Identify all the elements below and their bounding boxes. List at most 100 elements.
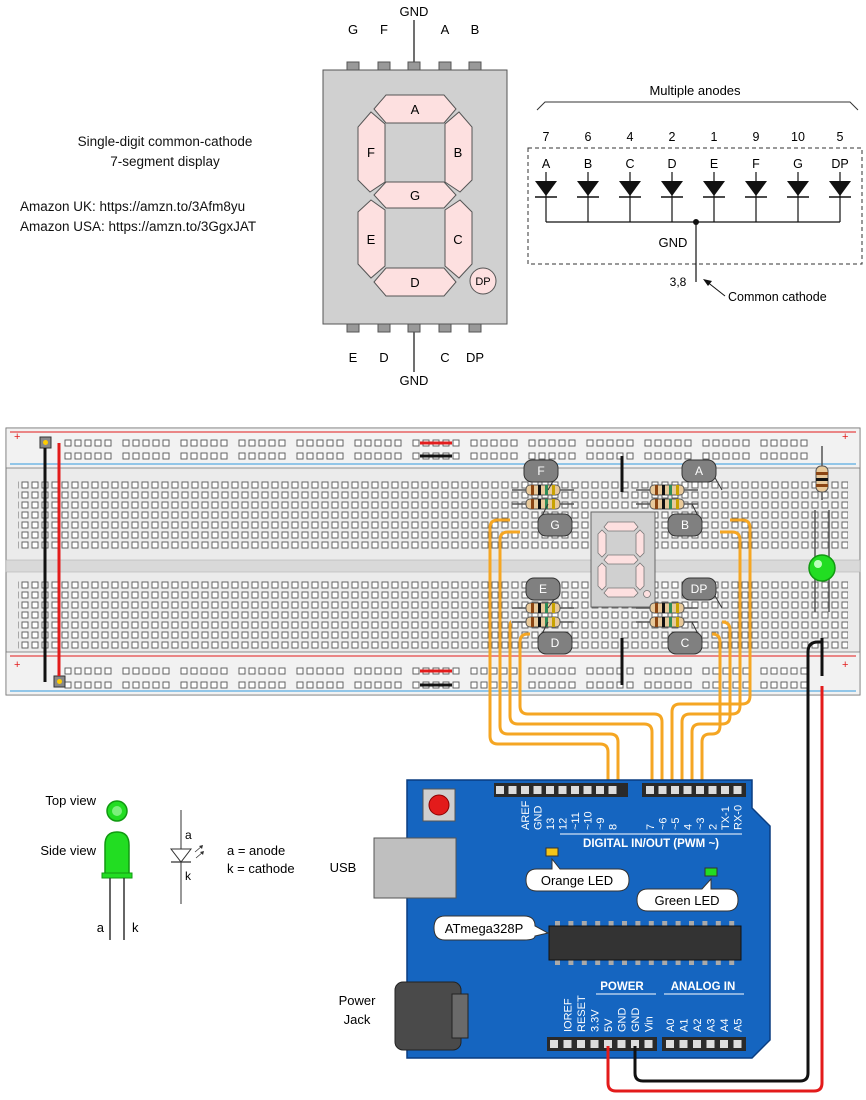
- digital-pin-label: 7: [645, 824, 657, 830]
- display-bottom-pin-letter: C: [440, 350, 449, 365]
- resistor: [649, 484, 685, 496]
- power-pin-label: 5V: [603, 1018, 615, 1032]
- schematic-pin-number: 2: [669, 130, 676, 144]
- power-jack-label-2: Jack: [344, 1012, 371, 1027]
- schematic-pin-number: 10: [791, 130, 805, 144]
- orange-led-label: Orange LED: [541, 873, 613, 888]
- schematic-dashed-box: [527, 147, 863, 265]
- schematic-pin-number: 9: [753, 130, 760, 144]
- digital-pin-label: 4: [683, 824, 695, 830]
- legend-side-view: Side view: [40, 843, 96, 858]
- digital-pin-label: 12: [558, 818, 570, 830]
- amazon-usa-link[interactable]: Amazon USA: https://amzn.to/3GgxJAT: [20, 219, 257, 234]
- schematic-segment-label: B: [584, 157, 592, 171]
- schematic-diode: [535, 181, 557, 196]
- schematic-segment-label: DP: [831, 157, 848, 171]
- resistor: [525, 484, 561, 496]
- legend-top-view: Top view: [45, 793, 96, 808]
- analog-pin-label: A5: [733, 1019, 745, 1032]
- analog-pin-label: A1: [679, 1019, 691, 1032]
- resistor: [525, 498, 561, 510]
- schematic-diode: [829, 181, 851, 196]
- svg-text:+: +: [842, 659, 848, 671]
- display-bottom-pin: [407, 323, 421, 333]
- power-jack-label-1: Power: [339, 993, 377, 1008]
- digital-pin-label: ~11: [570, 812, 582, 830]
- green-led: [704, 867, 718, 877]
- power-wires: [606, 640, 824, 1093]
- digital-pin-label: 8: [608, 824, 620, 830]
- power-pin-label: IOREF: [563, 998, 575, 1032]
- display-bottom-gnd-label: GND: [400, 373, 429, 388]
- segment-e: [357, 199, 386, 279]
- green-led-label: Green LED: [654, 893, 719, 908]
- resistor-tag: [681, 577, 717, 601]
- schematic-cathode-pins: 3,8: [670, 275, 687, 289]
- atmega-chip: [548, 925, 742, 961]
- schematic-diode: [703, 181, 725, 196]
- green-led-callout: [636, 877, 739, 912]
- schematic-pin-number: 5: [837, 130, 844, 144]
- diode-symbol: [169, 848, 193, 863]
- segment-c-label: C: [453, 232, 462, 247]
- amazon-uk-link[interactable]: Amazon UK: https://amzn.to/3Afm8yu: [20, 199, 246, 214]
- schematic-pin-number: 1: [711, 130, 718, 144]
- resistor: [649, 616, 685, 628]
- schematic-segment-label: D: [667, 157, 676, 171]
- schematic-segment-label: G: [793, 157, 803, 171]
- analog-pin-label: A2: [692, 1019, 704, 1032]
- digital-pin-label: 2: [708, 824, 720, 830]
- schematic-pin-number: 7: [543, 130, 550, 144]
- resistor-tag: [681, 459, 717, 483]
- power-jack: [394, 981, 462, 1051]
- segment-dp: [469, 267, 497, 295]
- segment-b-label: B: [454, 145, 463, 160]
- display-top-pin-letter: F: [380, 22, 388, 37]
- display-top-pin: [346, 61, 360, 71]
- svg-text:+: +: [842, 431, 848, 443]
- display-bottom-pin-letter: E: [349, 350, 358, 365]
- power-pin-label: GND: [630, 1008, 642, 1033]
- schematic-diode: [577, 181, 599, 196]
- segment-d: [373, 267, 457, 297]
- power-header: [547, 1037, 746, 1051]
- digital-header: [494, 783, 746, 797]
- power-pin-label: 3.3V: [590, 1009, 602, 1032]
- resistor-tag-label: A: [695, 464, 703, 478]
- schematic-cathode-label: Common cathode: [728, 290, 827, 304]
- svg-text:+: +: [14, 659, 20, 671]
- display-top-gnd-label: GND: [400, 4, 429, 19]
- resistor-tag: [667, 631, 703, 655]
- segment-c: [444, 199, 473, 279]
- analog-title: ANALOG IN: [671, 981, 736, 993]
- analog-pin-label: A0: [665, 1019, 677, 1032]
- resistor-tag: [537, 513, 573, 537]
- display-top-pin: [407, 61, 421, 71]
- legend-led-side: [104, 831, 130, 876]
- seven-segment-display: GND GND 10G9F87A6B 1E2D34C5DP A B C D E …: [322, 4, 508, 388]
- resistor-tag-label: F: [537, 464, 544, 478]
- digital-pin-label: ~6: [658, 817, 670, 830]
- digital-pin-label: GND: [533, 806, 545, 831]
- legend-cathode-leg: k: [132, 920, 139, 935]
- segment-g: [373, 181, 457, 209]
- display-bottom-pin: [377, 323, 391, 333]
- schematic-gnd-label: GND: [659, 235, 688, 250]
- digital-pin-label: RX-0: [733, 805, 745, 830]
- analog-pin-label: A3: [706, 1019, 718, 1032]
- schematic-diode: [745, 181, 767, 196]
- legend-anode-leg: a: [97, 920, 105, 935]
- power-pin-label: RESET: [576, 995, 588, 1032]
- analog-pin-label: A4: [719, 1019, 731, 1032]
- schematic-diode: [619, 181, 641, 196]
- segment-f-label: F: [367, 145, 375, 160]
- orange-led-callout: [525, 857, 630, 892]
- resistor-tag: [525, 577, 561, 601]
- digital-pin-label: ~3: [695, 817, 707, 830]
- digital-io-title: DIGITAL IN/OUT (PWM ~): [583, 838, 719, 850]
